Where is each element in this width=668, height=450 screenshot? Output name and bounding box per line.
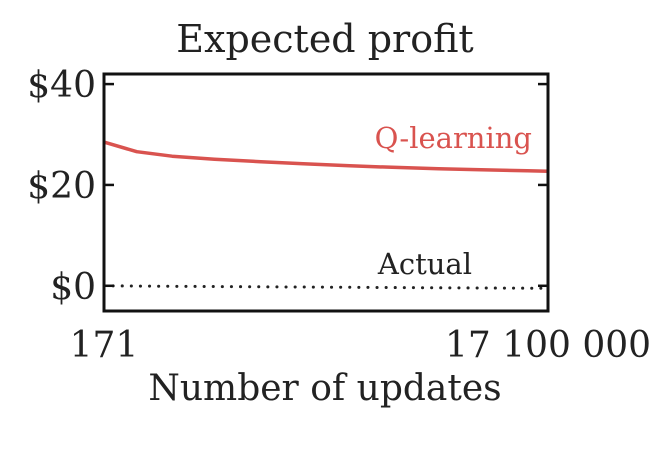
series-line-q-learning (103, 140, 549, 174)
series-label-actual: Actual (377, 247, 472, 281)
series-layer (102, 140, 550, 290)
chart-title: Expected profit (176, 17, 473, 61)
y-tick-label-0: $0 (50, 267, 96, 308)
x-tick-label-max: 17 100 000 (445, 325, 651, 366)
x-axis-label: Number of updates (148, 368, 501, 409)
y-tick-label-20: $20 (27, 166, 96, 207)
x-tick-label-min: 171 (70, 325, 139, 366)
y-tick-label-40: $40 (27, 65, 96, 106)
series-line-actual (102, 284, 550, 290)
plot-frame (102, 72, 550, 313)
series-label-q-learning: Q-learning (375, 121, 532, 155)
ticks-layer: $0 $20 $40 (27, 65, 548, 308)
